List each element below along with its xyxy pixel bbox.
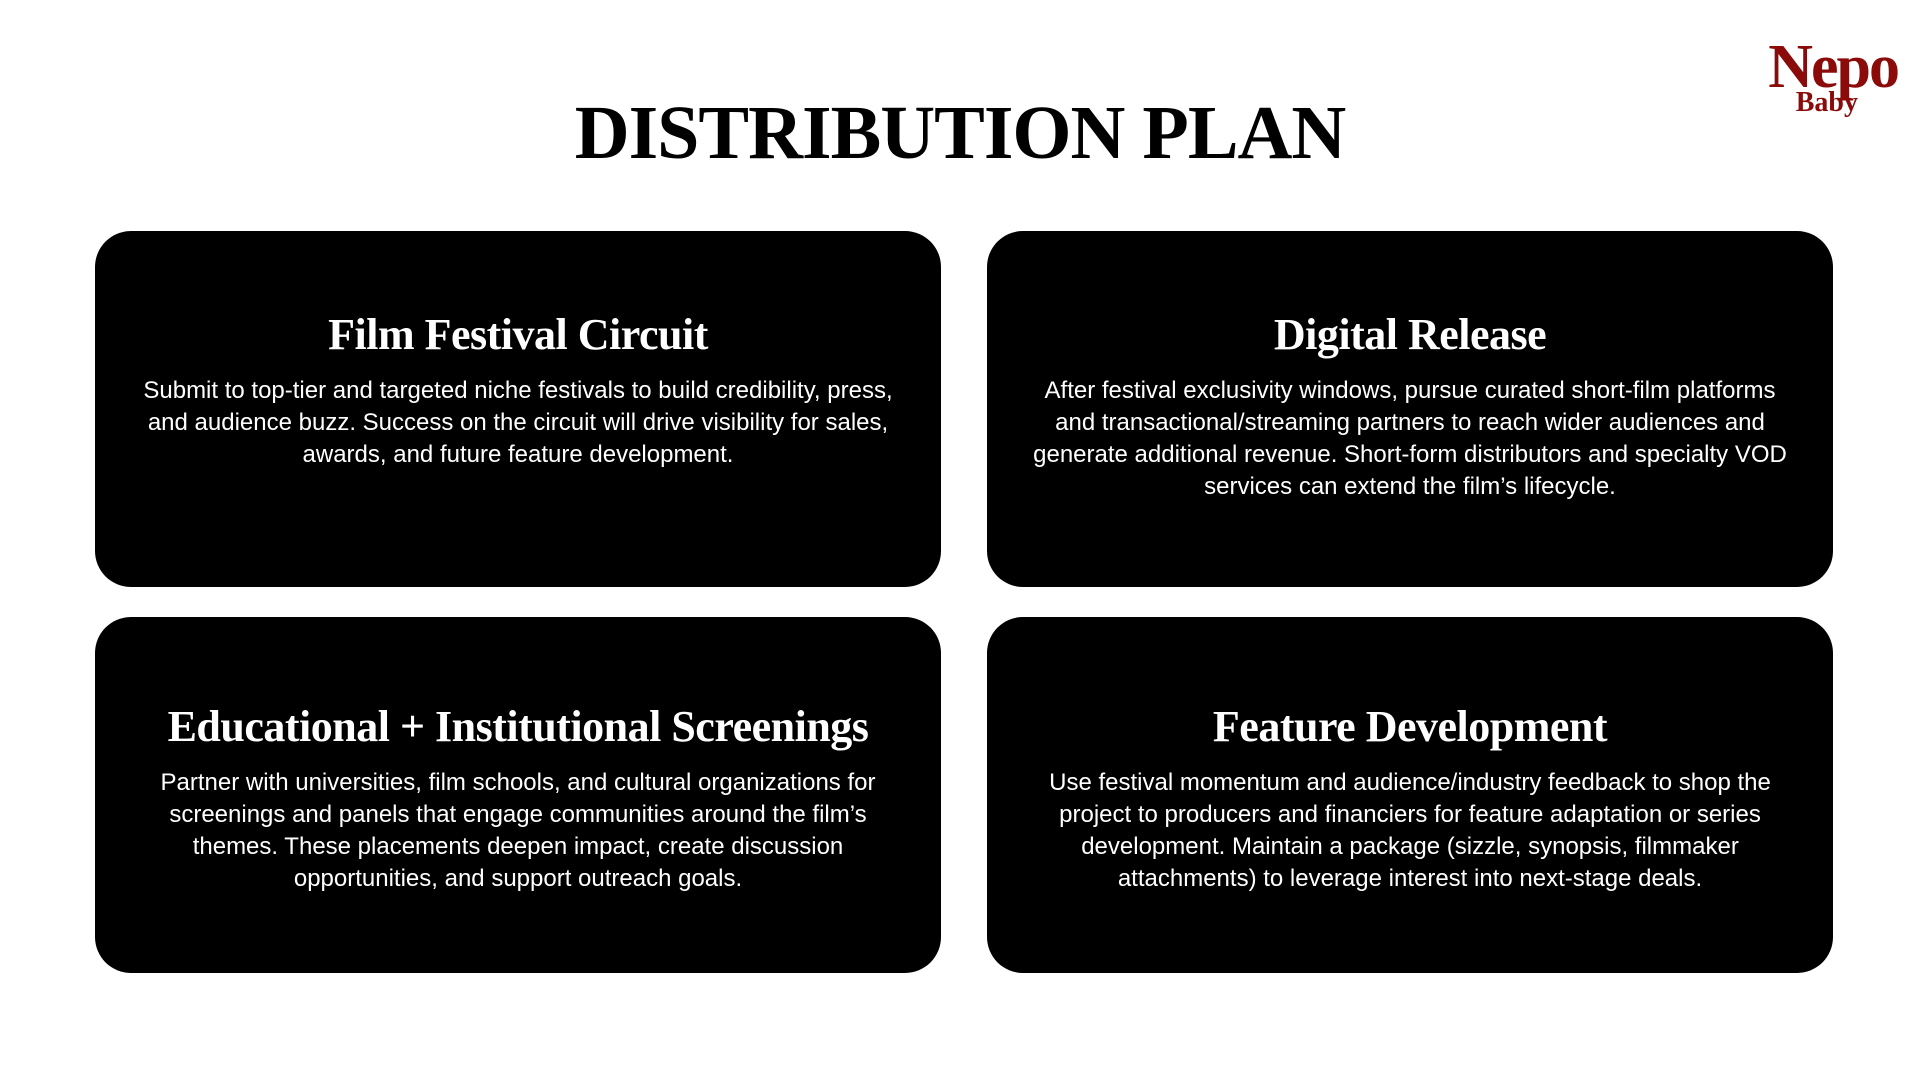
card-film-festival-circuit: Film Festival Circuit Submit to top-tier… (95, 231, 941, 587)
card-title: Educational + Institutional Screenings (167, 702, 869, 751)
card-title: Feature Development (1212, 702, 1608, 751)
page-title: DISTRIBUTION PLAN (574, 91, 1347, 175)
card-feature-development: Feature Development Use festival momentu… (987, 617, 1833, 973)
card-digital-release: Digital Release After festival exclusivi… (987, 231, 1833, 587)
card-title: Film Festival Circuit (328, 310, 708, 359)
brand-logo: Nepo Baby (1748, 33, 1900, 126)
logo-wordmark: Nepo (1768, 33, 1900, 101)
card-educational-institutional-screenings: Educational + Institutional Screenings P… (95, 617, 941, 973)
card-body: Partner with universities, film schools,… (160, 769, 876, 892)
card-body: Use festival momentum and audience/indus… (1049, 769, 1771, 892)
card-body: After festival exclusivity windows, purs… (1033, 377, 1787, 500)
logo-subword: Baby (1795, 87, 1858, 118)
card-title: Digital Release (1273, 310, 1547, 359)
card-body: Submit to top-tier and targeted niche fe… (143, 377, 893, 468)
